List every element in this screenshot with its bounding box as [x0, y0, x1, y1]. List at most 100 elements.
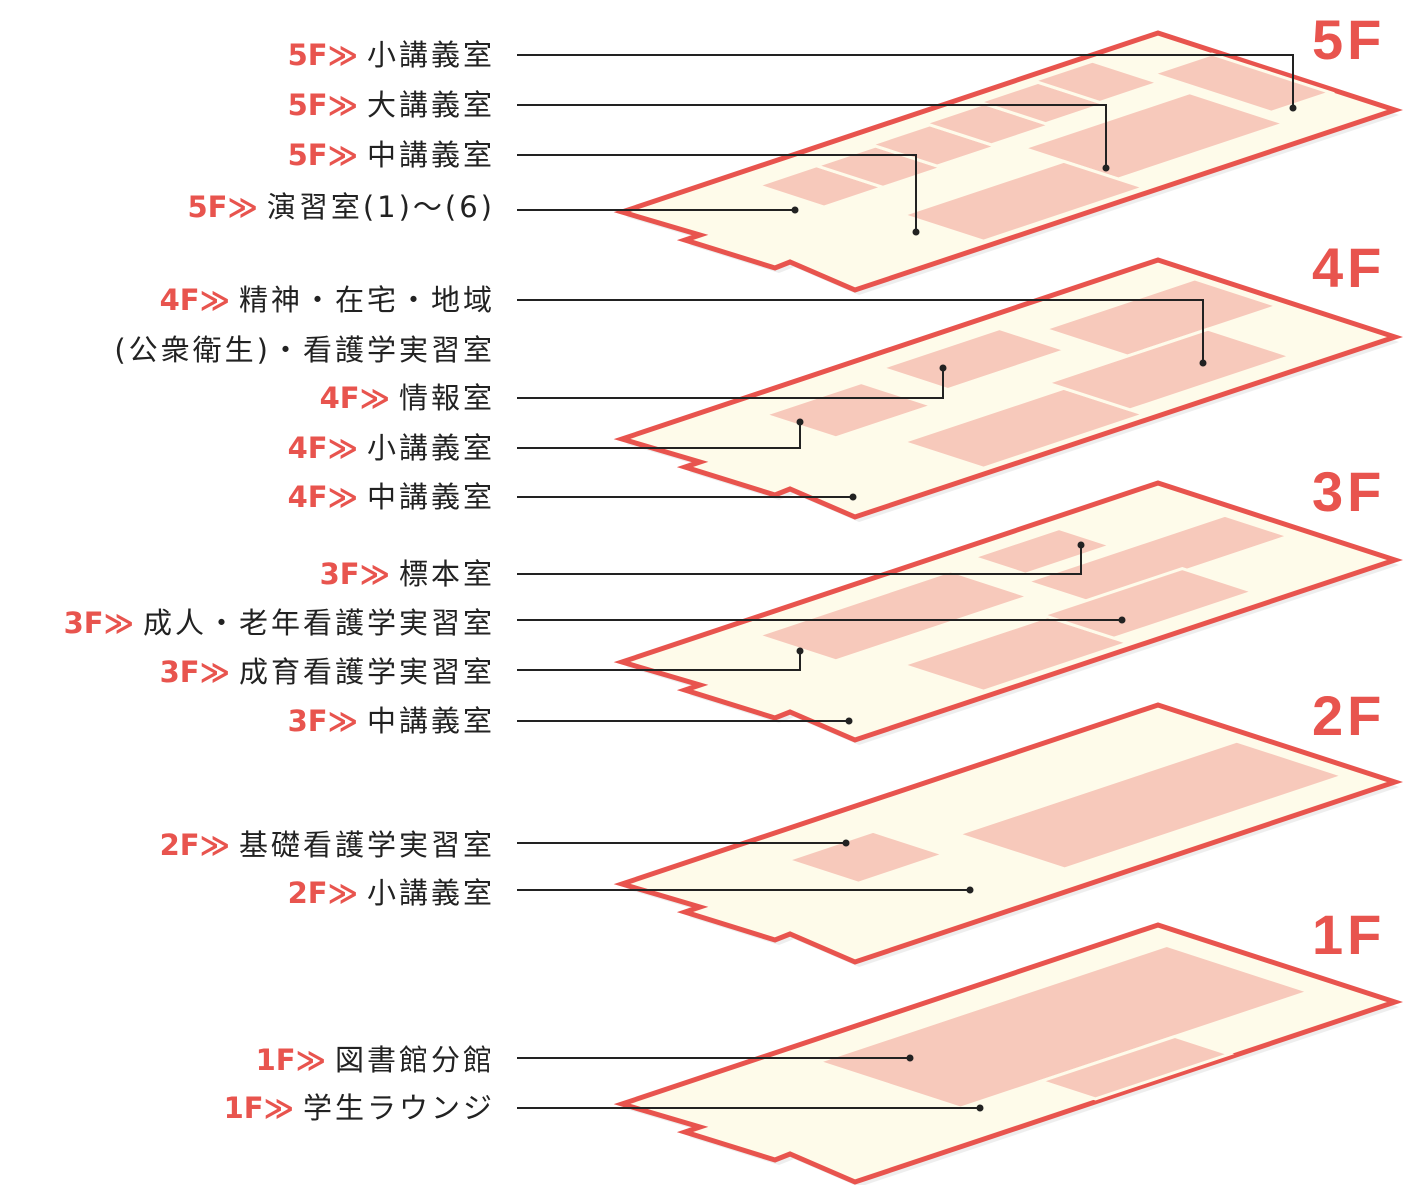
leader-dot	[845, 717, 853, 725]
room-label-floor: 4F	[287, 480, 328, 514]
leader-dot	[1102, 164, 1110, 172]
leader-line	[517, 154, 917, 232]
room-label-name: (公衆衛生)・看護学実習室	[114, 333, 495, 367]
double-chevron-icon: ≫	[199, 828, 233, 862]
room-label: 3F≫中講義室	[288, 703, 495, 739]
leader-line	[517, 422, 801, 449]
leader-line	[517, 299, 1204, 363]
floor-outline-4F	[613, 257, 1403, 520]
room	[1148, 52, 1336, 114]
room-label-floor: 3F	[159, 655, 200, 689]
room-label-name: 演習室(1)～(6)	[266, 190, 495, 224]
room-label: 3F≫成人・老年看護学実習室	[64, 605, 495, 641]
leader-line	[517, 651, 801, 671]
room-label-name: 大講義室	[366, 88, 495, 122]
room	[898, 159, 1150, 243]
leader-dot	[912, 228, 920, 236]
room-label-name: 標本室	[398, 557, 495, 591]
room	[1039, 277, 1283, 358]
double-chevron-icon: ≫	[327, 38, 361, 72]
double-chevron-icon: ≫	[327, 431, 361, 465]
leader-dot	[842, 839, 850, 847]
room-label-name: 情報室	[398, 381, 495, 415]
room-label-floor: 2F	[159, 828, 200, 862]
room-label: 1F≫図書館分館	[256, 1042, 495, 1078]
leader-line	[517, 545, 1082, 575]
room-label-floor: 4F	[287, 431, 328, 465]
leader-line	[517, 54, 1294, 108]
leader-dot	[906, 1054, 914, 1062]
leader-dot	[976, 1104, 984, 1112]
room-label: (公衆衛生)・看護学実習室	[114, 332, 495, 368]
room	[1028, 59, 1164, 104]
room-label-name: 小講義室	[366, 431, 495, 465]
room-label-floor: 3F	[63, 606, 104, 640]
room	[1021, 513, 1294, 604]
room-label-floor: 2F	[287, 876, 328, 910]
room-label-name: 基礎看護学実習室	[238, 828, 495, 862]
double-chevron-icon: ≫	[327, 876, 361, 910]
floor-outline-5F	[613, 30, 1403, 293]
double-chevron-icon: ≫	[263, 1091, 297, 1125]
double-chevron-icon: ≫	[327, 138, 361, 172]
leader-dot	[1199, 359, 1207, 367]
room	[759, 380, 938, 440]
floor-label: 2F	[1312, 684, 1386, 747]
leader-dot	[1289, 104, 1297, 112]
room-label-floor: 4F	[159, 283, 200, 317]
room-label-name: 学生ラウンジ	[302, 1091, 495, 1125]
leader-line	[517, 368, 944, 399]
room-label-floor: 4F	[319, 381, 360, 415]
room	[876, 326, 1071, 392]
room	[898, 615, 1134, 693]
room	[813, 943, 1314, 1110]
room	[1036, 1034, 1235, 1101]
room-label-name: 小講義室	[366, 38, 495, 72]
leader-dot	[796, 647, 804, 655]
room	[898, 386, 1150, 470]
room-label: 1F≫学生ラウンジ	[224, 1090, 495, 1126]
leader-dot	[849, 493, 857, 501]
room	[811, 144, 947, 189]
room-label-name: 成育看護学実習室	[238, 655, 495, 689]
room	[920, 102, 1056, 147]
room-label-floor: 5F	[187, 190, 228, 224]
double-chevron-icon: ≫	[327, 480, 361, 514]
room-label: 5F≫小講義室	[288, 37, 495, 73]
double-chevron-icon: ≫	[199, 655, 233, 689]
room-label-floor: 5F	[287, 138, 328, 172]
room-label: 3F≫標本室	[320, 556, 495, 592]
double-chevron-icon: ≫	[199, 283, 233, 317]
room-label: 2F≫小講義室	[288, 875, 495, 911]
floor-label: 1F	[1312, 903, 1386, 966]
double-chevron-icon: ≫	[327, 704, 361, 738]
room	[1042, 327, 1296, 412]
leader-dot	[1118, 616, 1126, 624]
room-label-name: 小講義室	[366, 876, 495, 910]
room-label-name: 成人・老年看護学実習室	[142, 606, 495, 640]
room-label: 5F≫大講義室	[288, 87, 495, 123]
room-label: 4F≫小講義室	[288, 430, 495, 466]
room	[968, 526, 1116, 576]
room-label-floor: 3F	[319, 557, 360, 591]
double-chevron-icon: ≫	[227, 190, 261, 224]
floor-label: 3F	[1312, 460, 1386, 523]
floor-label: 5F	[1312, 8, 1386, 71]
room	[974, 80, 1110, 126]
room-label: 5F≫中講義室	[288, 137, 495, 173]
room-label: 4F≫精神・在宅・地域	[160, 282, 495, 318]
room-label: 3F≫成育看護学実習室	[160, 654, 495, 690]
double-chevron-icon: ≫	[295, 1043, 329, 1077]
room-label-floor: 5F	[287, 88, 328, 122]
double-chevron-icon: ≫	[103, 606, 137, 640]
double-chevron-icon: ≫	[359, 381, 393, 415]
room-label: 4F≫情報室	[320, 380, 495, 416]
room-label: 2F≫基礎看護学実習室	[160, 827, 495, 863]
room-label-floor: 1F	[255, 1043, 296, 1077]
leader-dot	[796, 418, 804, 426]
room-label-name: 精神・在宅・地域	[238, 283, 495, 317]
room-label: 4F≫中講義室	[288, 479, 495, 515]
room-label-name: 中講義室	[366, 704, 495, 738]
leader-dot	[791, 206, 799, 214]
